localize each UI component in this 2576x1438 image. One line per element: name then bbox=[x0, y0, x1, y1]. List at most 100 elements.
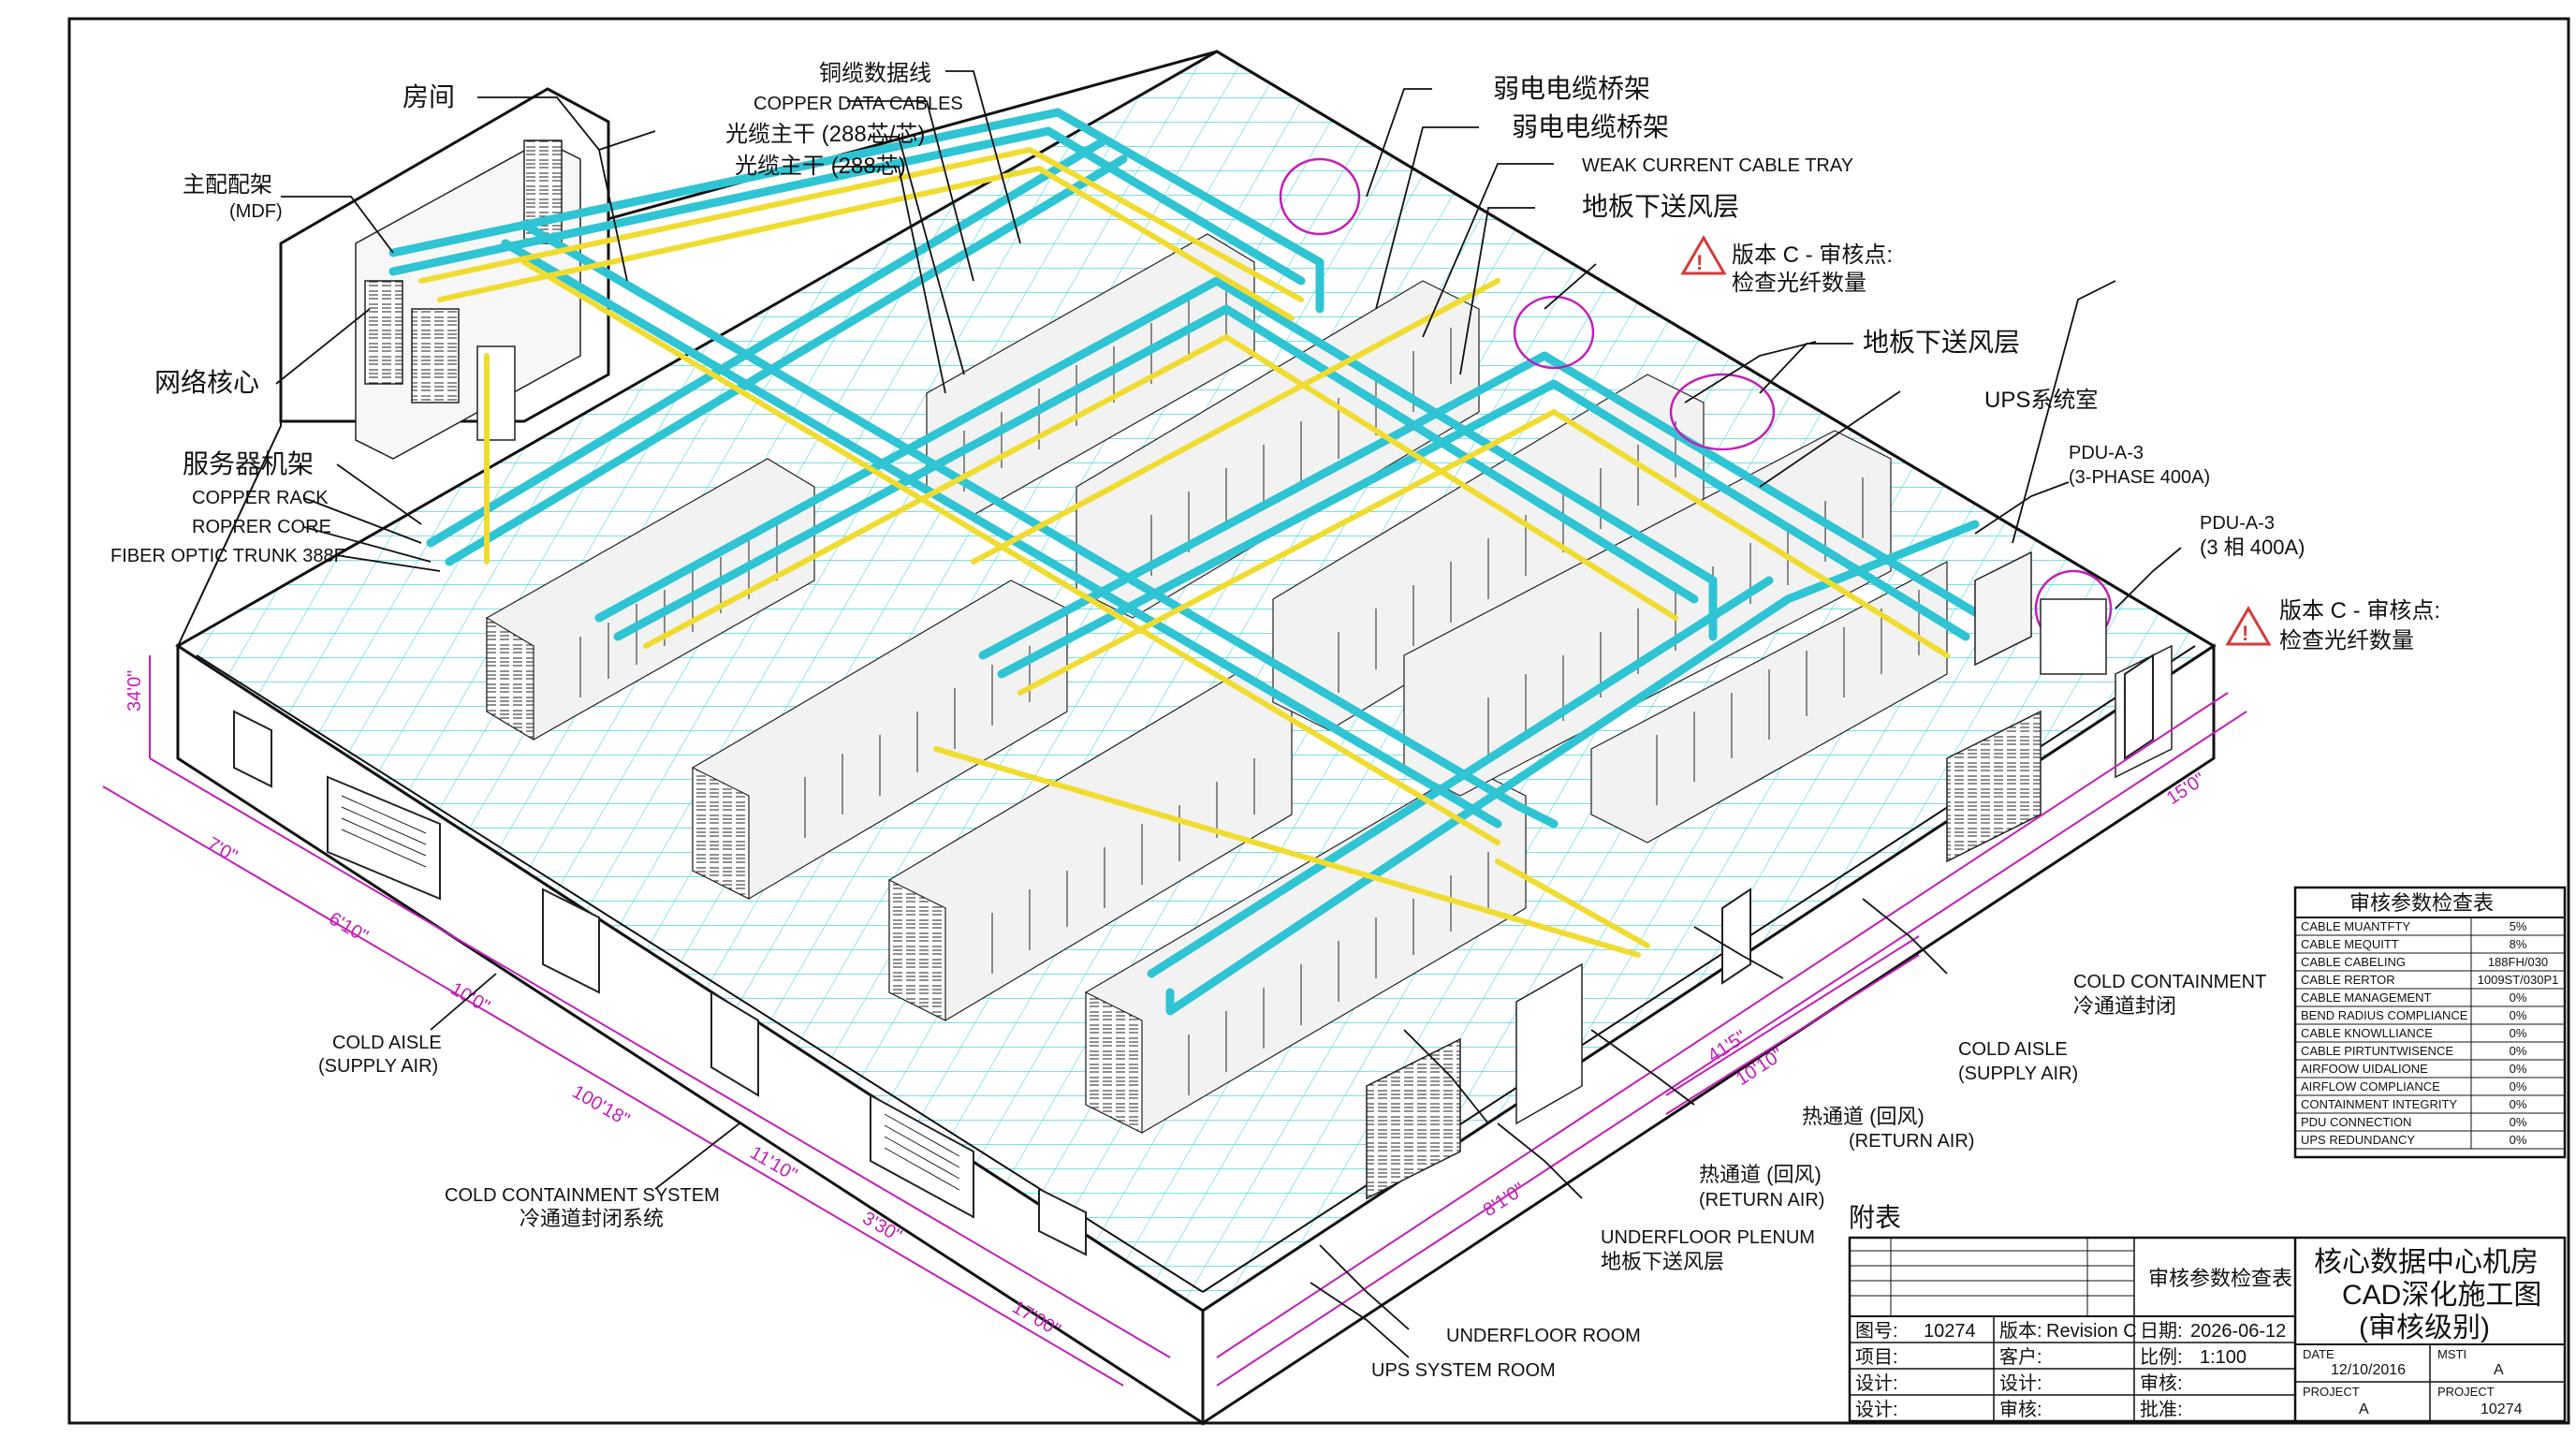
checklist-title: 审核参数检查表 bbox=[2349, 891, 2494, 915]
tb-proj-label: PROJECT bbox=[2303, 1385, 2360, 1399]
mdf-room bbox=[279, 87, 610, 460]
label-fiber-main-2: 光缆主干 (288芯) bbox=[735, 154, 906, 179]
checklist-table: 审核参数检查表 CABLE MUANTFTY 5% CABLE MEQUITT 8% C… bbox=[2293, 886, 2567, 1159]
tb-drawing-no-label: 图号: bbox=[1855, 1321, 1898, 1342]
checklist-row-key: AIRFLOW COMPLIANCE bbox=[2301, 1079, 2440, 1093]
tb-proj2-val: 10274 bbox=[2481, 1401, 2523, 1417]
checklist-row-value: 8% bbox=[2510, 937, 2527, 951]
label-copper-cable-en: COPPER DATA CABLES bbox=[754, 94, 963, 114]
dimension-lines bbox=[102, 655, 2247, 1387]
label-tray-1: 弱电电缆桥架 bbox=[1493, 74, 1650, 103]
label-fiber-trunk: FIBER OPTIC TRUNK 388F bbox=[110, 546, 345, 566]
checklist-row-key: CABLE RERTOR bbox=[2301, 973, 2395, 987]
tb-date: 2026-06-12 bbox=[2190, 1321, 2286, 1342]
checklist-row-key: CABLE MEQUITT bbox=[2301, 937, 2399, 951]
label-plenum-a: UNDERFLOOR PLENUM bbox=[1601, 1227, 1815, 1248]
label-rev-note-2b: 检查光纤数量 bbox=[2279, 628, 2414, 653]
checklist-row-value: 0% bbox=[2510, 1133, 2527, 1147]
dim-4: 100'18" bbox=[569, 1081, 634, 1130]
label-ups-system-room: UPS SYSTEM ROOM bbox=[1371, 1360, 1556, 1381]
label-hot-aisle-1a: 热通道 (回风) bbox=[1802, 1105, 1925, 1128]
label-cold-aisle-1a: COLD AISLE bbox=[332, 1033, 442, 1053]
label-hot-aisle-2a: 热通道 (回风) bbox=[1699, 1163, 1822, 1186]
dim-2: 6'10" bbox=[326, 908, 372, 946]
fiber-trunks bbox=[418, 147, 1950, 958]
label-hot-aisle-2b: (RETURN AIR) bbox=[1699, 1190, 1824, 1211]
label-tray-en: WEAK CURRENT CABLE TRAY bbox=[1582, 155, 1853, 176]
svg-text:!: ! bbox=[2242, 622, 2248, 645]
tb-date2-label: DATE bbox=[2303, 1347, 2334, 1361]
dim-height: 34'0" bbox=[124, 670, 145, 712]
tb-scale-label: 比例: bbox=[2140, 1346, 2183, 1368]
label-cold-aisle-1b: (SUPPLY AIR) bbox=[318, 1056, 438, 1077]
label-cold-cont-b: 冷通道封闭 bbox=[2073, 994, 2176, 1018]
checklist-row-value: 0% bbox=[2510, 1026, 2527, 1040]
tb-scale: 1:100 bbox=[2200, 1347, 2247, 1368]
tb-version-label: 版本: bbox=[1999, 1320, 2042, 1342]
warning-icon: ! bbox=[2225, 606, 2272, 646]
cable-trays bbox=[388, 108, 1989, 1016]
checklist-row-key: BEND RADIUS COMPLIANCE bbox=[2301, 1008, 2468, 1022]
label-rev-note-2a: 版本 C - 审核点: bbox=[2279, 598, 2440, 624]
label-ups-room: UPS系统室 bbox=[1984, 388, 2098, 413]
label-underfloor-room: UNDERFLOOR ROOM bbox=[1446, 1326, 1641, 1346]
label-cold-cont-sys-a: COLD CONTAINMENT SYSTEM bbox=[445, 1185, 720, 1206]
label-pdu1-a: PDU-A-3 bbox=[2069, 443, 2144, 463]
label-underfloor-2: 地板下送风层 bbox=[1863, 328, 2020, 357]
checklist-row-value: 5% bbox=[2510, 919, 2527, 933]
label-tray-2: 弱电电缆桥架 bbox=[1512, 112, 1669, 141]
label-cold-aisle-2b: (SUPPLY AIR) bbox=[1958, 1064, 2078, 1084]
tb-mst-label: MSTI bbox=[2437, 1347, 2466, 1361]
leader-lines bbox=[275, 70, 2182, 1358]
tb-checklist-ref: 审核参数检查表 bbox=[2148, 1267, 2292, 1290]
dim-1: 7'0" bbox=[204, 833, 242, 867]
tb-date2: 12/10/2016 bbox=[2331, 1362, 2406, 1378]
label-plenum-b: 地板下送风层 bbox=[1601, 1250, 1724, 1273]
appendix-label: 附表 bbox=[1849, 1203, 1901, 1232]
label-rev-note-1b: 检查光纤数量 bbox=[1732, 271, 1866, 296]
tb-drawing-no: 10274 bbox=[1924, 1321, 1976, 1342]
checklist-row-value: 0% bbox=[2510, 1097, 2527, 1111]
sheet-border bbox=[67, 17, 2570, 1425]
wall-units bbox=[233, 653, 2154, 1256]
checklist-row-key: UPS REDUNDANCY bbox=[2301, 1133, 2415, 1147]
label-underfloor-1: 地板下送风层 bbox=[1582, 192, 1739, 221]
warning-icon: ! bbox=[1680, 235, 1727, 275]
label-cold-cont-a: COLD CONTAINMENT bbox=[2073, 972, 2266, 992]
title-block: 附表 审核参数检查表 图号: 10274 版本: Revision C 日期: … bbox=[1848, 1203, 2567, 1423]
checklist-row-value: 1009ST/030P1 bbox=[2478, 973, 2559, 987]
checklist-row-key: CABLE MANAGEMENT bbox=[2301, 990, 2431, 1005]
label-copper-cable-cn: 铜缆数据线 bbox=[819, 61, 931, 86]
checklist-row-value: 0% bbox=[2510, 1008, 2527, 1022]
label-hot-aisle-1b: (RETURN AIR) bbox=[1849, 1131, 1974, 1152]
checklist-row-value: 0% bbox=[2510, 1044, 2527, 1058]
title-line-1: 核心数据中心机房 bbox=[2314, 1247, 2539, 1278]
title-line-2: CAD深化施工图 bbox=[2342, 1280, 2541, 1311]
checklist-row-key: CABLE MUANTFTY bbox=[2301, 919, 2410, 933]
label-mdf-en: (MDF) bbox=[229, 201, 283, 222]
tb-design-label-3: 设计: bbox=[1855, 1399, 1898, 1420]
rack-rows bbox=[486, 233, 1948, 1134]
tb-version: Revision C bbox=[2046, 1321, 2137, 1342]
tb-proj-val: A bbox=[2359, 1401, 2369, 1417]
checklist-row-key: PDU CONNECTION bbox=[2301, 1115, 2411, 1129]
label-pdu2-a: PDU-A-3 bbox=[2200, 513, 2275, 534]
checklist-row-value: 0% bbox=[2510, 1115, 2527, 1129]
checklist-row-value: 0% bbox=[2510, 1079, 2527, 1093]
tb-review-label-1: 审核: bbox=[2140, 1372, 2183, 1394]
title-line-3: (审核级别) bbox=[2359, 1313, 2490, 1343]
label-network-core: 网络核心 bbox=[154, 368, 259, 397]
svg-text:!: ! bbox=[1696, 251, 1703, 274]
label-rev-note-1a: 版本 C - 审核点: bbox=[1732, 242, 1893, 268]
checklist-row-key: CONTAINMENT INTEGRITY bbox=[2301, 1097, 2457, 1111]
tb-date-label: 日期: bbox=[2140, 1321, 2183, 1342]
label-server-rack: 服务器机架 bbox=[183, 449, 314, 478]
label-pdu2-b: (3 相 400A) bbox=[2200, 536, 2305, 559]
checklist-row-key: AIRFOOW UIDALIONE bbox=[2301, 1062, 2428, 1076]
checklist-row-key: CABLE KNOWLLIANCE bbox=[2301, 1026, 2433, 1040]
checklist-row-key: CABLE CABELING bbox=[2301, 955, 2406, 969]
tb-design-label-2: 设计: bbox=[1999, 1372, 2042, 1394]
checklist-row-key: CABLE PIRTUNTWISENCE bbox=[2301, 1044, 2453, 1058]
